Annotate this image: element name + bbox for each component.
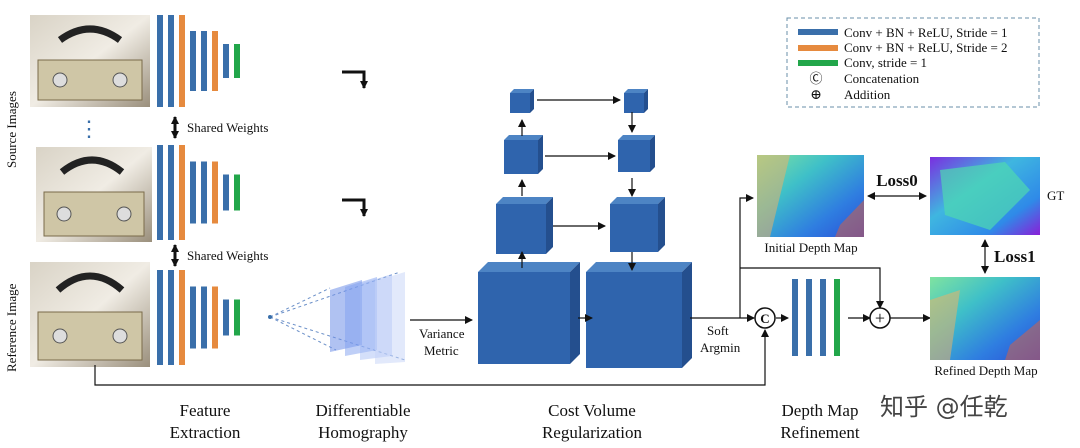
conv-layer-bar [157,145,163,240]
legend-label-concatenation: Concatenation [844,71,920,86]
conv-layer-bar [190,31,196,91]
feature-extractor-reference [157,270,240,365]
source-ellipsis: ⋮ [78,116,100,141]
stage-refinement-2: Refinement [780,423,860,442]
conv-layer-bar [212,161,218,224]
conv-layer-bar [223,299,229,336]
conv-layer-bar [212,286,218,349]
ground-truth-depth-map [930,157,1040,235]
legend-symbol-concatenation: Ⓒ [809,71,822,86]
source-warp-arrow-1 [342,70,368,89]
stage-homography-2: Homography [318,423,408,442]
refined-depth-map-label: Refined Depth Map [934,363,1037,378]
conv-layer-bar [223,44,229,78]
conv-layer-bar [157,270,163,365]
watermark: 知乎 @任乾 [880,393,1008,421]
refinement-routing [94,194,931,386]
conv-layer-bar [201,286,207,349]
legend-swatch-conv [798,60,838,66]
cost-volume-cube [586,262,692,368]
shared-weights-label-1: Shared Weights [187,120,268,135]
initial-depth-map [757,155,864,237]
loss1-label: Loss1 [994,247,1036,266]
legend: Conv + BN + ReLU, Stride = 1 Conv + BN +… [786,17,1040,108]
conv-layer-bar [223,174,229,211]
unet-arrows [518,96,636,322]
reference-image [30,262,150,367]
cost-volume-cube [504,135,543,174]
gt-label: GT [1047,188,1064,203]
refinement-conv-bar [806,279,812,356]
conv-layer-bar [168,15,174,107]
conv-layer-bar [190,161,196,224]
conv-layer-bar [179,270,185,365]
legend-swatch-stride2 [798,45,838,51]
shared-weights-label-2: Shared Weights [187,248,268,263]
refined-depth-map [930,277,1040,360]
variance-metric-label-1: Variance [419,326,465,341]
conv-layer-bar [234,44,240,78]
concatenation-node [754,307,776,329]
conv-layer-bar [234,174,240,211]
stage-homography-1: Differentiable [315,401,410,420]
cost-volume-cube [496,197,553,254]
stage-feature-extraction-1: Feature [180,401,231,420]
legend-swatch-stride1 [798,29,838,35]
legend-label-stride2: Conv + BN + ReLU, Stride = 2 [844,40,1008,55]
concatenation-symbol: C [760,311,769,326]
conv-layer-bar [234,299,240,336]
cost-volume-cube [510,89,534,113]
cost-volume-cube [624,89,648,113]
stage-refinement-1: Depth Map [782,401,859,420]
reference-image-label: Reference Image [4,283,19,372]
stage-cost-volume-2: Regularization [542,423,643,442]
conv-layer-bar [157,15,163,107]
legend-label-addition: Addition [844,87,891,102]
refinement-network [792,279,840,356]
legend-label-conv: Conv, stride = 1 [844,55,927,70]
stage-cost-volume-1: Cost Volume [548,401,636,420]
addition-symbol: + [875,308,885,328]
homography-frustum [268,271,406,364]
source-warp-arrow-2 [342,198,368,217]
soft-argmin-label-1: Soft [707,323,729,338]
feature-extractor-source-2 [157,145,240,240]
cost-volume-cube [618,135,655,172]
cost-volume-cube [478,262,580,364]
conv-layer-bar [201,31,207,91]
source-image-1 [30,15,150,107]
refinement-conv-bar [792,279,798,356]
initial-depth-map-label: Initial Depth Map [764,240,857,255]
conv-layer-bar [201,161,207,224]
refinement-conv-bar [834,279,840,356]
conv-layer-bar [212,31,218,91]
variance-metric-label-2: Metric [424,343,459,358]
soft-argmin-label-2: Argmin [700,340,741,355]
legend-symbol-addition: ⊕ [810,88,822,103]
cost-volume-unet [478,89,692,368]
source-images-label: Source Images [4,91,19,168]
loss0-label: Loss0 [876,171,918,190]
feature-extractor-source-1 [157,15,240,107]
conv-layer-bar [168,145,174,240]
source-image-2 [36,147,152,242]
legend-label-stride1: Conv + BN + ReLU, Stride = 1 [844,25,1008,40]
refinement-conv-bar [820,279,826,356]
conv-layer-bar [179,145,185,240]
stage-feature-extraction-2: Extraction [170,423,241,442]
cost-volume-cube [610,197,665,252]
conv-layer-bar [190,286,196,349]
addition-node [869,307,891,329]
conv-layer-bar [179,15,185,107]
conv-layer-bar [168,270,174,365]
